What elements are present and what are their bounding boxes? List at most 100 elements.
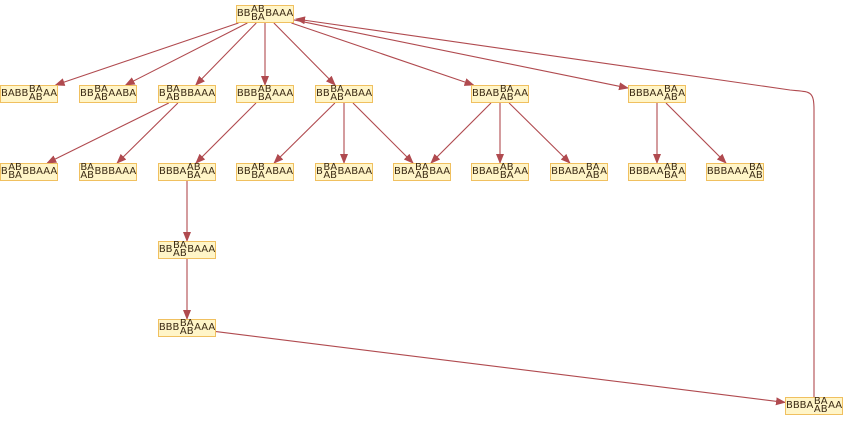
node-prefix: B [315,166,323,177]
node-suffix: AA [514,88,529,99]
node-suffix: A [678,166,686,177]
node-bottom: AB [28,92,43,103]
node-top: AB [186,162,201,173]
graph-edge [124,22,248,86]
node-bottom: BA [257,92,272,103]
graph-edge [54,22,239,86]
graph-edge [273,102,336,164]
node-top: BA [179,318,194,329]
node-top: AB [257,84,272,95]
node-suffix: BAA [429,166,451,177]
node-prefix: B [158,88,166,99]
node-top: BA [330,84,344,95]
node-top: BA [94,84,108,95]
node-prefix: BBB [236,88,258,99]
node-bottom: AB [166,92,180,103]
graph-edge [665,102,727,164]
node-prefix: BB [158,244,173,255]
graph-edge [352,102,414,164]
node-top: BA [664,84,678,95]
node-prefix: BBBAAA [706,166,749,177]
node-suffix: AAA [194,322,216,333]
node-bottom: BA [664,170,678,181]
node-top: BA [415,162,429,173]
node-bottom: BA [251,170,265,181]
graph-edge [195,102,257,164]
node-top: AB [8,162,22,173]
node-bottom: AB [415,170,429,181]
node-prefix: BBA [393,166,415,177]
node-suffix: ABAA [265,166,294,177]
node-prefix: BBAB [471,166,500,177]
node-prefix: BBAB [471,88,500,99]
node-top: BA [748,162,763,173]
node-bottom: BA [8,170,22,181]
node-suffix: A [600,166,607,177]
node-bottom: AB [323,170,338,181]
graph-edge [215,331,786,406]
graph-edge [195,22,257,86]
node-suffix: AA [514,166,529,177]
node-top: AB [664,162,678,173]
node-top: BA [28,84,43,95]
node-suffix: BBBAAA [94,166,137,177]
graph-edge [46,102,170,164]
node-bottom: BA [186,170,201,181]
node-suffix: BBAAA [180,88,216,99]
graph-edge [508,102,571,164]
node-bottom: AB [80,170,95,181]
graph-edge [273,22,336,86]
node-bottom: AB [94,92,108,103]
node-bottom: AB [748,170,763,181]
node-bottom: AB [330,92,344,103]
node-bottom: AB [173,248,187,259]
node-prefix: BBBAA [628,88,664,99]
node-prefix: BB [236,8,251,19]
graph-edge [430,102,492,164]
node-top: AB [251,162,265,173]
node-prefix: BBBA [158,166,187,177]
node-bottom: AB [179,326,194,337]
graph-edge [293,19,629,91]
node-prefix: BBBAA [628,166,664,177]
node-prefix: BABB [0,88,29,99]
node-prefix: BBABA [551,166,586,177]
node-suffix: BABAA [337,166,373,177]
node-bottom: AB [813,404,828,415]
graph-edge [295,16,815,397]
node-top: BA [80,162,95,173]
